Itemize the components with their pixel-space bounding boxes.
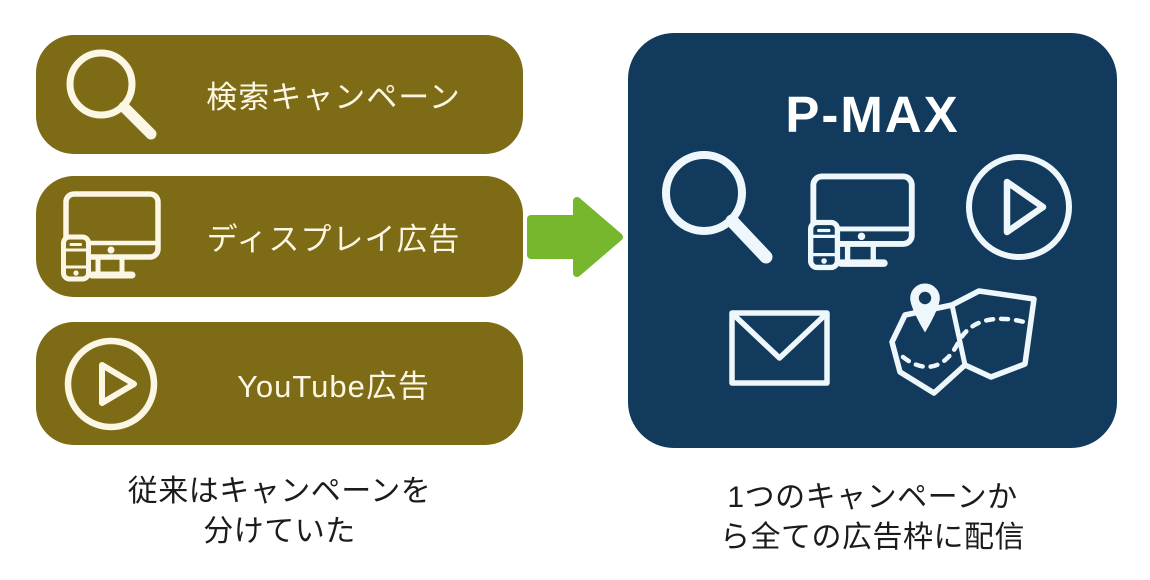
devices-icon [36,190,186,283]
campaign-label: 検索キャンペーン [206,80,461,115]
display-ads-box: ディスプレイ広告 [36,176,523,297]
play-icon [36,336,186,432]
pmax-panel: P-MAX [628,33,1117,448]
pmax-caption: 1つのキャンペーンか ら全ての広告枠に配信 [628,478,1117,558]
mail-icon [729,310,830,391]
play-icon [963,151,1075,268]
right-arrow-icon [527,191,623,283]
devices-icon [808,173,915,277]
pmax-caption-line1: 1つのキャンペーンか [727,481,1018,514]
map-icon [888,280,1040,405]
search-icon [658,147,778,277]
campaign-label: ディスプレイ広告 [206,222,461,257]
campaign-label: YouTube広告 [237,369,430,404]
legacy-caption: 従来はキャンペーンを 分けていた [36,472,523,552]
search-campaign-box: 検索キャンペーン [36,35,523,154]
legacy-caption-line2: 分けていた [203,515,356,548]
legacy-caption-line1: 従来はキャンペーンを [127,475,432,508]
search-icon [36,47,186,142]
pmax-caption-line2: ら全ての広告枠に配信 [720,521,1025,554]
youtube-ads-box: YouTube広告 [36,322,523,445]
pmax-title: P-MAX [785,86,960,143]
